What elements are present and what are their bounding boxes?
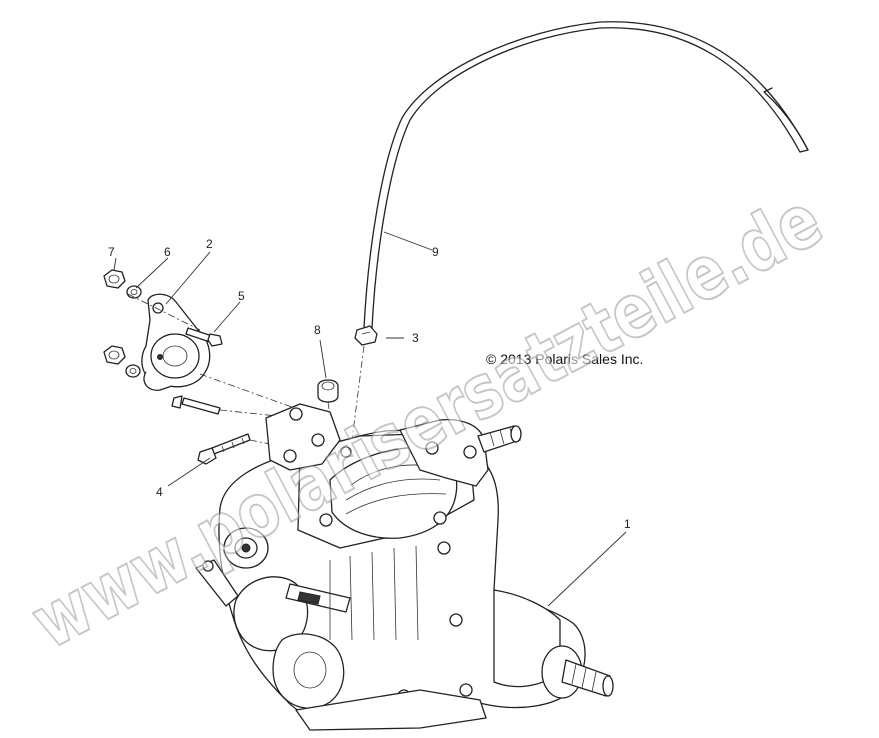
vent-hose — [363, 21, 809, 329]
callout-7: 7 — [108, 245, 115, 259]
callout-5: 5 — [238, 289, 245, 303]
washer-bottom — [125, 364, 141, 378]
callout-2: 2 — [206, 237, 213, 251]
bolt-upper — [185, 327, 223, 347]
callout-3: 3 — [412, 331, 419, 345]
callout-9: 9 — [432, 245, 439, 259]
washer-top — [126, 285, 142, 299]
mounting-bolt — [197, 433, 251, 465]
nut-top — [103, 269, 126, 289]
grommet — [317, 379, 339, 403]
callout-8: 8 — [314, 323, 321, 337]
callout-1: 1 — [624, 517, 631, 531]
hose-fitting — [354, 325, 378, 346]
sensor-bracket — [141, 293, 211, 391]
transmission-assembly — [195, 403, 614, 731]
bolt-lower — [171, 395, 221, 415]
nut-bottom — [103, 345, 126, 365]
copyright-notice: © 2013 Polaris Sales Inc. — [486, 351, 643, 367]
callout-6: 6 — [164, 245, 171, 259]
callout-labels: 1 2 3 4 5 6 7 8 9 — [108, 237, 631, 531]
leader-lines — [113, 231, 627, 607]
callout-4: 4 — [156, 485, 163, 499]
